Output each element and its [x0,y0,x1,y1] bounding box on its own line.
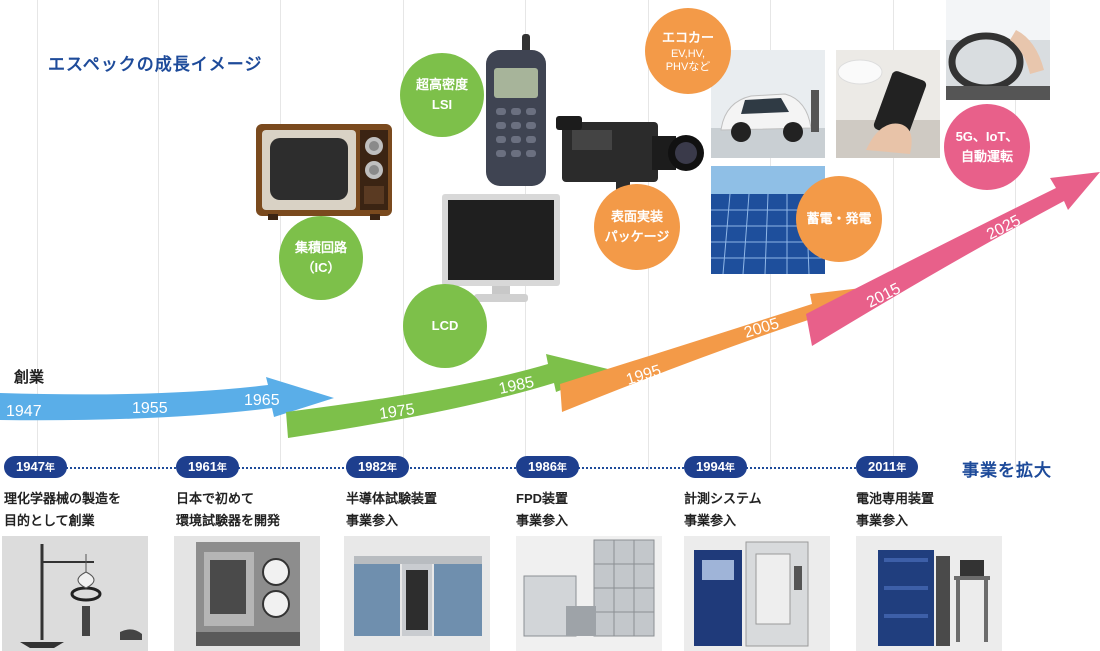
smartphone-image [836,50,940,158]
desc-line: 事業参入 [346,513,399,528]
autonomous-driving-image [946,0,1050,100]
semiconductor-tester-photo [344,536,490,651]
growth-arrows: 1947 1955 1965 1975 1985 1995 2005 2015 … [0,172,1100,438]
crt-tv-image [254,120,394,222]
lab-apparatus-photo [2,536,148,651]
milestone-description: 計測システム 事業参入 [684,488,762,532]
desc-line: 目的として創業 [4,513,95,528]
grid-line [280,0,281,470]
desc-line: 理化学器械の製造を [4,491,122,506]
tech-bubble-energy: 蓄電・発電 [796,176,882,262]
tech-bubble-lsi: 超高密度 LSI [400,53,484,137]
bubble-line: パッケージ [604,229,670,244]
bubble-line: 5G、IoT、 [955,129,1019,144]
desc-line: 半導体試験装置 [346,491,438,506]
arrow-year-label: 1965 [244,392,280,409]
tech-bubble-surface-mount: 表面実装 パッケージ [594,184,680,270]
desc-line: 電池専用装置 [856,491,935,506]
desc-line: 計測システム [684,491,762,506]
milestone-year-badge: 1994年 [684,456,747,478]
bubble-line: 自動運転 [960,149,1013,164]
bubble-line: EV,HV, [670,48,706,60]
desc-line: 事業参入 [516,513,569,528]
desc-line: FPD装置 [516,491,569,506]
bubble-line: 集積回路 [294,240,347,255]
arrow-year-label: 1975 [378,401,416,423]
grid-line [893,0,894,470]
milestone-description: FPD装置 事業参入 [516,488,568,532]
desc-line: 日本で初めて [176,491,255,506]
founding-label: 創業 [14,369,45,386]
video-camera-image [556,108,708,194]
bubble-line: 超高密度 [415,77,468,92]
tech-bubble-5g: 5G、IoT、 自動運転 [944,104,1030,190]
milestone-timeline [30,467,900,469]
bubble-line: エコカー [661,30,714,45]
green-arrow [286,354,612,438]
arrow-year-label: 1955 [132,400,168,417]
page-title: エスペックの成長イメージ [48,55,263,74]
bubble-line: 表面実装 [610,209,663,224]
desc-line: 環境試験器を開発 [176,513,281,528]
desc-line: 事業参入 [684,513,737,528]
bubble-line: 蓄電・発電 [806,211,872,226]
electric-car-image [711,50,825,158]
fpd-equipment-photo [516,536,662,651]
tech-bubble-ic: 集積回路 （IC） [279,216,363,300]
milestone-description: 半導体試験装置 事業参入 [346,488,437,532]
milestone-year-badge: 1947年 [4,456,67,478]
milestone-year-badge: 1961年 [176,456,239,478]
tech-bubble-lcd: LCD [403,284,487,368]
battery-equipment-photo [856,536,1002,651]
orange-arrow [560,287,870,412]
milestone-year-badge: 1986年 [516,456,579,478]
arrow-year-label: 1947 [6,403,42,420]
pink-arrow [806,172,1100,346]
milestone-year-badge: 1982年 [346,456,409,478]
environmental-tester-photo [174,536,320,651]
desc-line: 事業参入 [856,513,909,528]
lcd-monitor-image [440,192,562,304]
blue-arrow [0,377,334,421]
milestone-year-badge: 2011年 [856,456,919,478]
tech-bubble-eco-car: エコカー EV,HV, PHVなど [645,8,731,94]
milestone-description: 理化学器械の製造を 目的として創業 [4,488,121,532]
bubble-line: LSI [431,97,453,112]
expansion-label: 事業を拡大 [962,461,1052,480]
measurement-system-photo [684,536,830,651]
milestone-description: 電池専用装置 事業参入 [856,488,934,532]
grid-line [37,0,38,470]
bubble-line: PHVなど [665,61,711,73]
arrow-year-label: 2005 [742,315,781,342]
milestone-description: 日本で初めて 環境試験器を開発 [176,488,280,532]
bubble-line: LCD [431,318,459,333]
bubble-line: （IC） [301,260,341,275]
grid-line [1015,0,1016,470]
mobile-phone-image [478,32,556,188]
grid-line [158,0,159,470]
grid-line [403,0,404,470]
